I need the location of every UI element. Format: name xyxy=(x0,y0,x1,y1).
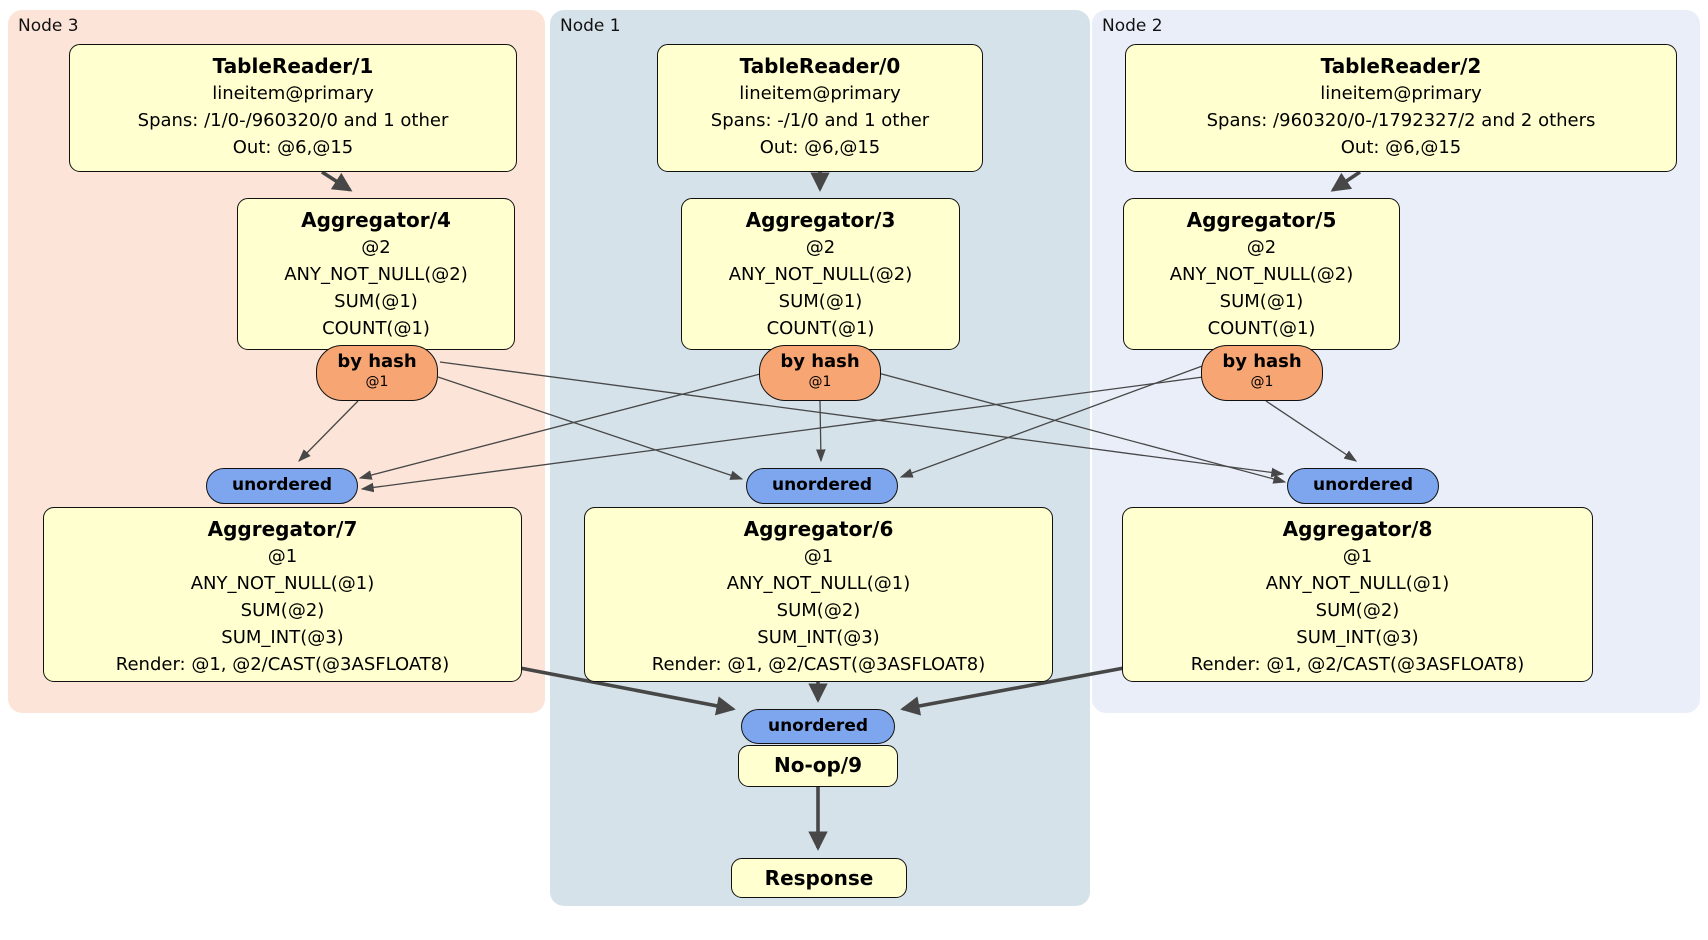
processor-noop-9: No-op/9 xyxy=(738,745,898,787)
processor-line: lineitem@primary xyxy=(1320,83,1482,104)
processor-title: Aggregator/3 xyxy=(745,208,896,232)
processor-tablereader-1: TableReader/1 lineitem@primary Spans: /1… xyxy=(69,44,517,172)
processor-tablereader-2: TableReader/2 lineitem@primary Spans: /9… xyxy=(1125,44,1677,172)
processor-line: ANY_NOT_NULL(@1) xyxy=(726,573,911,594)
processor-line: Out: @6,@15 xyxy=(759,137,881,158)
processor-response: Response xyxy=(731,858,907,898)
router-detail: @1 xyxy=(808,374,832,390)
router-by-hash-node2: by hash @1 xyxy=(1201,345,1323,401)
processor-line: COUNT(@1) xyxy=(1207,318,1316,339)
panel-node-3-label: Node 3 xyxy=(18,16,79,36)
processor-line: COUNT(@1) xyxy=(322,318,430,339)
processor-line: ANY_NOT_NULL(@2) xyxy=(284,264,468,285)
processor-title: Aggregator/6 xyxy=(743,517,894,541)
processor-line: Render: @1, @2/CAST(@3ASFLOAT8) xyxy=(651,654,986,675)
processor-line: @2 xyxy=(805,237,836,258)
router-by-hash-node1: by hash @1 xyxy=(759,345,881,401)
processor-line: Spans: /1/0-/960320/0 and 1 other xyxy=(137,110,449,131)
processor-line: SUM(@2) xyxy=(1315,600,1400,621)
processor-line: ANY_NOT_NULL(@2) xyxy=(728,264,913,285)
sync-unordered-node3: unordered xyxy=(206,468,358,504)
processor-line: SUM_INT(@3) xyxy=(1296,627,1419,648)
processor-line: Out: @6,@15 xyxy=(1340,137,1462,158)
processor-title: No-op/9 xyxy=(773,753,863,777)
sync-unordered-final: unordered xyxy=(741,709,895,744)
processor-line: Render: @1, @2/CAST(@3ASFLOAT8) xyxy=(115,654,450,675)
processor-line: @2 xyxy=(1246,237,1277,258)
processor-line: SUM(@2) xyxy=(240,600,325,621)
processor-aggregator-6: Aggregator/6 @1 ANY_NOT_NULL(@1) SUM(@2)… xyxy=(584,507,1053,682)
processor-line: @1 xyxy=(1342,546,1373,567)
processor-title: TableReader/1 xyxy=(212,54,374,78)
router-detail: @1 xyxy=(365,374,389,390)
processor-line: Spans: /960320/0-/1792327/2 and 2 others xyxy=(1206,110,1596,131)
processor-title: Aggregator/7 xyxy=(207,517,358,541)
processor-line: Render: @1, @2/CAST(@3ASFLOAT8) xyxy=(1190,654,1525,675)
processor-title: Aggregator/5 xyxy=(1186,208,1337,232)
processor-line: Spans: -/1/0 and 1 other xyxy=(710,110,930,131)
processor-title: TableReader/0 xyxy=(739,54,901,78)
sync-unordered-node2: unordered xyxy=(1287,468,1439,504)
processor-line: Out: @6,@15 xyxy=(232,137,354,158)
hash-route-edges xyxy=(298,361,1358,493)
processor-line: @2 xyxy=(361,237,391,258)
router-label: by hash xyxy=(1222,351,1302,372)
processor-line: SUM(@1) xyxy=(334,291,418,312)
thick-flow-arrows xyxy=(321,170,1361,851)
processor-aggregator-4: Aggregator/4 @2 ANY_NOT_NULL(@2) SUM(@1)… xyxy=(237,198,515,350)
processor-line: ANY_NOT_NULL(@2) xyxy=(1169,264,1354,285)
processor-title: TableReader/2 xyxy=(1320,54,1482,78)
router-label: by hash xyxy=(337,351,417,372)
processor-line: SUM_INT(@3) xyxy=(757,627,880,648)
router-detail: @1 xyxy=(1250,374,1274,390)
processor-line: @1 xyxy=(803,546,834,567)
processor-aggregator-5: Aggregator/5 @2 ANY_NOT_NULL(@2) SUM(@1)… xyxy=(1123,198,1400,350)
processor-aggregator-3: Aggregator/3 @2 ANY_NOT_NULL(@2) SUM(@1)… xyxy=(681,198,960,350)
router-label: by hash xyxy=(780,351,860,372)
processor-title: Aggregator/4 xyxy=(301,208,451,232)
sync-unordered-node1: unordered xyxy=(746,468,898,504)
processor-line: @1 xyxy=(267,546,298,567)
processor-line: COUNT(@1) xyxy=(766,318,875,339)
processor-line: SUM(@2) xyxy=(776,600,861,621)
processor-line: ANY_NOT_NULL(@1) xyxy=(190,573,375,594)
processor-line: SUM(@1) xyxy=(778,291,863,312)
processor-line: SUM_INT(@3) xyxy=(221,627,344,648)
panel-node-2-label: Node 2 xyxy=(1102,16,1163,36)
processor-aggregator-7: Aggregator/7 @1 ANY_NOT_NULL(@1) SUM(@2)… xyxy=(43,507,522,682)
processor-tablereader-0: TableReader/0 lineitem@primary Spans: -/… xyxy=(657,44,983,172)
panel-node-1-label: Node 1 xyxy=(560,16,621,36)
processor-aggregator-8: Aggregator/8 @1 ANY_NOT_NULL(@1) SUM(@2)… xyxy=(1122,507,1593,682)
processor-line: lineitem@primary xyxy=(212,83,374,104)
processor-title: Response xyxy=(764,866,874,890)
processor-line: ANY_NOT_NULL(@1) xyxy=(1265,573,1450,594)
processor-line: lineitem@primary xyxy=(739,83,901,104)
router-by-hash-node3: by hash @1 xyxy=(316,345,438,401)
processor-title: Aggregator/8 xyxy=(1282,517,1433,541)
processor-line: SUM(@1) xyxy=(1219,291,1304,312)
